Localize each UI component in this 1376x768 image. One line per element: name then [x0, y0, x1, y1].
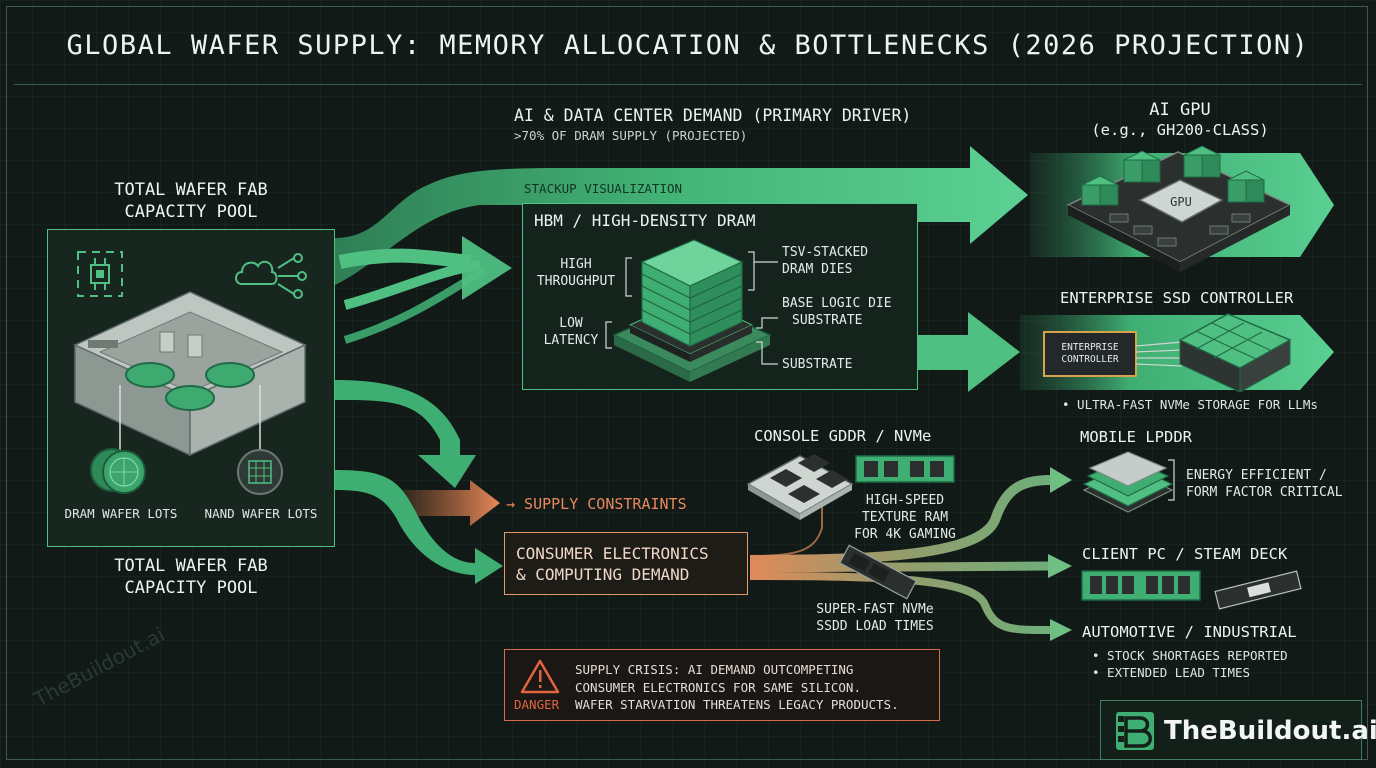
danger-label: DANGER [514, 697, 560, 712]
source-header-line2: CAPACITY POOL [124, 202, 258, 222]
auto-arrow-head [1050, 619, 1072, 641]
consumer-line1: CONSUMER ELECTRONICS [516, 544, 709, 563]
consumer-line2: & COMPUTING DEMAND [516, 565, 690, 584]
automotive-note-line2: • EXTENDED LEAD TIMES [1092, 665, 1251, 680]
warning-line1: SUPPLY CRISIS: AI DEMAND OUTCOMPETING [575, 662, 854, 677]
supply-crisis-warning-box [504, 649, 940, 721]
client-arrow-head [1048, 554, 1072, 578]
automotive-title: AUTOMOTIVE / INDUSTRIAL [1082, 623, 1297, 641]
consumer-flow-arrow [335, 470, 503, 584]
console-ram-line3: FOR 4K GAMING [854, 527, 956, 542]
hbm-arrow-head [462, 236, 512, 300]
hbm-high-throughput-label-2: THROUGHPUT [536, 274, 616, 289]
gpu-chip-text: GPU [1170, 195, 1192, 209]
enterprise-chip-line1: ENTERPRISE [1061, 342, 1118, 353]
console-title: CONSOLE GDDR / NVMe [754, 427, 932, 445]
mobile-flow-line [749, 475, 1051, 565]
supply-constraint-arrow [400, 480, 500, 526]
ai-gpu-subtitle: (e.g., GH200-CLASS) [1091, 121, 1269, 139]
ai-demand-title: AI & DATA CENTER DEMAND (PRIMARY DRIVER) [514, 106, 912, 125]
automotive-note-line1: • STOCK SHORTAGES REPORTED [1092, 648, 1288, 663]
hbm-high-throughput-label-1: HIGH [560, 257, 592, 272]
nand-wafer-lots-icon [237, 449, 283, 495]
enterprise-ssd-note: • ULTRA-FAST NVMe STORAGE FOR LLMs [1062, 397, 1318, 412]
client-pc-title: CLIENT PC / STEAM DECK [1082, 545, 1288, 563]
hbm-substrate-label: SUBSTRATE [782, 357, 853, 372]
hbm-tsv-label-1: TSV-STACKED [782, 245, 869, 260]
ai-gpu-title: AI GPU [1149, 100, 1211, 120]
consumer-demand-box [504, 532, 748, 595]
ai-demand-subtitle: >70% OF DRAM SUPPLY (PROJECTED) [514, 128, 748, 143]
console-ssd-line2: SSDD LOAD TIMES [816, 619, 934, 634]
logo-text: TheBuildout.ai [1164, 716, 1376, 746]
warning-triangle-icon [520, 659, 560, 694]
warning-line2: CONSUMER ELECTRONICS FOR SAME SILICON. [575, 680, 861, 695]
enterprise-chip-line2: CONTROLLER [1061, 354, 1118, 365]
console-ssd-line1: SUPER-FAST NVMe [816, 602, 934, 617]
enterprise-ssd-title: ENTERPRISE SSD CONTROLLER [1060, 289, 1294, 307]
console-ram-line2: TEXTURE RAM [861, 510, 949, 525]
mobile-title: MOBILE LPDDR [1080, 428, 1192, 446]
hbm-input-arrow-1 [338, 248, 471, 269]
fab-building-illustration [73, 291, 307, 457]
warning-line3: WAFER STARVATION THREATENS LEGACY PRODUC… [575, 697, 899, 712]
source-header-line1: TOTAL WAFER FAB [114, 180, 268, 200]
hbm-base-die-label-1: BASE LOGIC DIE [782, 296, 892, 311]
source-footer-line1: TOTAL WAFER FAB [114, 556, 268, 576]
hbm-tsv-label-2: DRAM DIES [782, 262, 853, 277]
hbm-low-latency-label-1: LOW [559, 316, 583, 331]
cloud-network-icon [235, 253, 307, 299]
source-footer-line2: CAPACITY POOL [124, 578, 258, 598]
hbm-title: HBM / HIGH-DENSITY DRAM [534, 211, 756, 230]
auto-flow-line [749, 572, 1051, 634]
client-flow-line [749, 561, 1049, 573]
supply-constraints-label: → SUPPLY CONSTRAINTS [506, 495, 687, 513]
console-flow-line [749, 505, 823, 557]
mobile-note-line1: ENERGY EFFICIENT / [1186, 468, 1327, 483]
buildout-logo-icon [1116, 712, 1154, 750]
title-divider [14, 84, 1362, 85]
page-title: GLOBAL WAFER SUPPLY: MEMORY ALLOCATION &… [66, 30, 1310, 61]
console-ram-line1: HIGH-SPEED [865, 493, 945, 508]
mobile-arrow-head [1050, 467, 1072, 493]
chip-icon [77, 251, 123, 297]
ai-demand-flow-arrow [335, 146, 1028, 285]
dram-wafer-lots-icon [90, 448, 146, 494]
hbm-base-die-label-2: SUBSTRATE [792, 313, 863, 328]
dram-wafer-lots-label: DRAM WAFER LOTS [64, 506, 178, 521]
stackup-section-label: STACKUP VISUALIZATION [524, 181, 683, 196]
nand-wafer-lots-label: NAND WAFER LOTS [204, 506, 318, 521]
ssd-flow-arrow [918, 312, 1020, 392]
constraint-flow-arrow [335, 380, 476, 488]
hbm-low-latency-label-2: LATENCY [543, 333, 599, 348]
mobile-note-line2: FORM FACTOR CRITICAL [1186, 485, 1343, 500]
